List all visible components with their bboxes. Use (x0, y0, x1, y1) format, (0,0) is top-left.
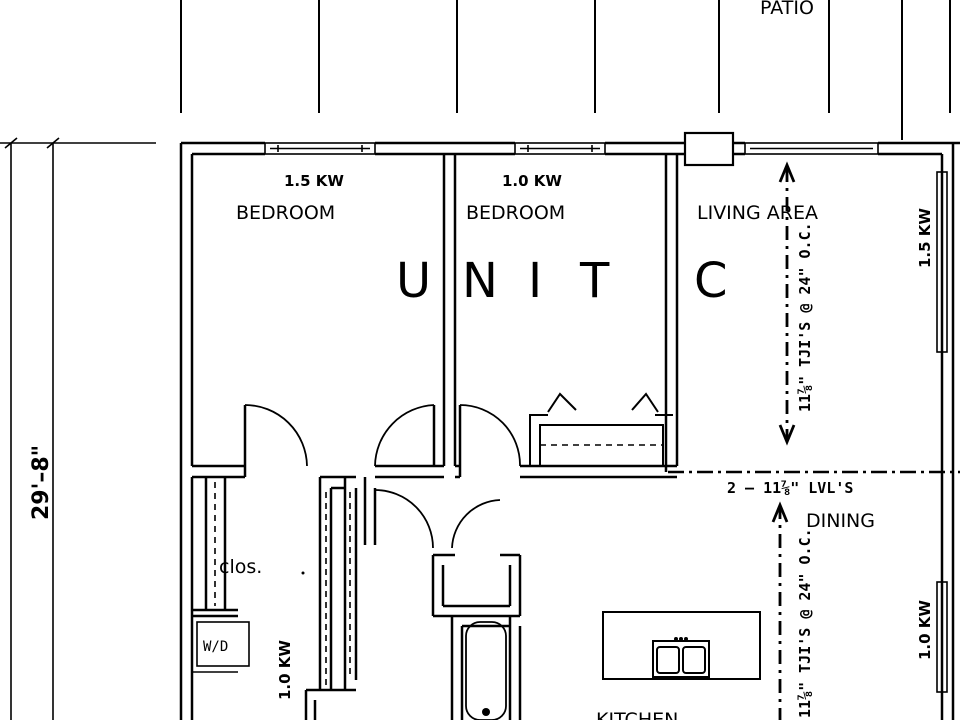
joist-arrows (771, 161, 796, 720)
patio-columns (180, 0, 951, 140)
unit-letter-c: C (694, 253, 728, 309)
living-area-label: LIVING AREA (697, 202, 818, 224)
closet-rods (214, 444, 663, 686)
bedroom-closet (529, 392, 673, 466)
kitchen-label: KITCHEN (596, 709, 678, 720)
unit-letter-n: N (462, 253, 498, 309)
unit-title: U N I T C (396, 253, 728, 309)
dining-label: DINING (806, 510, 875, 532)
patio-label: PATIO (760, 0, 814, 19)
windows (264, 142, 948, 693)
door-swings (244, 404, 521, 549)
washer-dryer-label: W/D (203, 639, 228, 655)
unit-letter-t: T (579, 253, 610, 309)
exterior-walls (179, 141, 960, 720)
closet-dot (301, 571, 305, 575)
interior-walls (192, 154, 679, 720)
dimension-lines (0, 137, 156, 720)
heater-dining: 1.0 KW (916, 600, 934, 660)
heater-bedroom-left: 1.5 KW (284, 172, 344, 190)
heater-living: 1.5 KW (916, 208, 934, 268)
joist-note-lower: 11⅞" TJI'S @ 24" O.C. (796, 528, 814, 718)
beam-note: 2 – 11⅞" LVL'S (727, 479, 853, 497)
unit-letter-i: I (528, 253, 542, 309)
overall-dimension: 29'–8" (29, 445, 54, 520)
bedroom-mid-label: BEDROOM (466, 202, 565, 224)
washer-dryer-box (196, 621, 250, 667)
heater-hall: 1.0 KW (276, 640, 294, 700)
heater-bedroom-mid: 1.0 KW (502, 172, 562, 190)
closet-label: clos. (219, 556, 262, 578)
bathtub (465, 621, 507, 720)
joist-note-upper: 11⅞" TJI'S @ 24" O.C. (796, 222, 814, 412)
chimney-box (683, 131, 735, 167)
kitchen-island (602, 611, 761, 680)
bedroom-left-label: BEDROOM (236, 202, 335, 224)
unit-letter-u: U (396, 253, 431, 309)
